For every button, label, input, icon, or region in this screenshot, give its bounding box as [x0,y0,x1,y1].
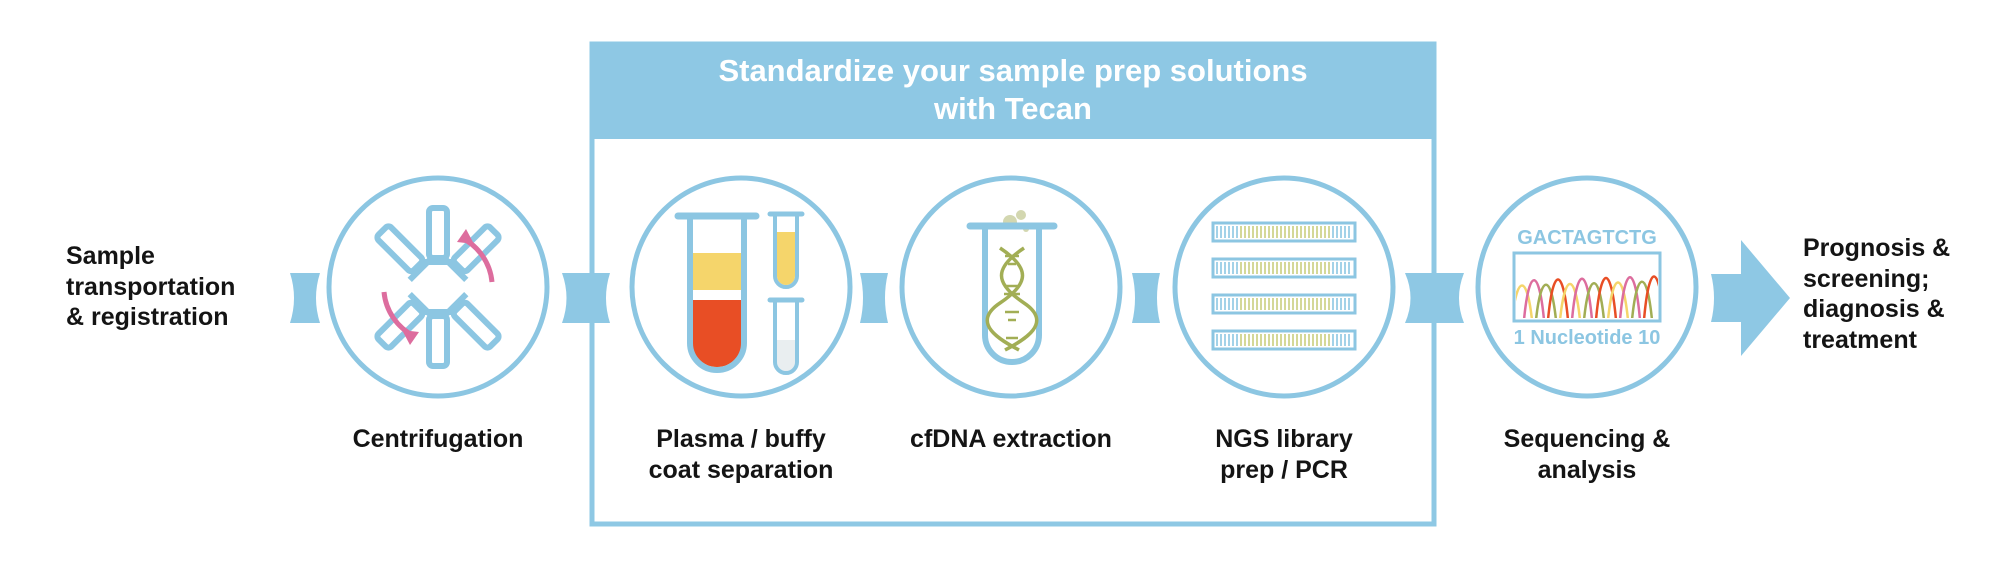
sequence-text: GACTAGTCTG [1517,227,1657,249]
banner-title-line-1: Standardize your sample prep solutions [718,53,1308,88]
dna-strand [1211,329,1357,351]
dna-strand [1211,293,1357,315]
step-label-cfdna: cfDNA extraction [881,424,1141,455]
step-label-ngs: NGS library prep / PCR [1154,424,1414,485]
end-label-line-4: treatment [1803,325,1917,354]
library-strands-icon [1211,221,1357,351]
centrifuge-icon [374,205,502,369]
nucleotide-caption: 1 Nucleotide 10 [1514,327,1661,349]
final-arrow [1711,240,1790,356]
chromatogram-icon: GACTAGTCTG 1 Nucleotide 10 [1512,227,1662,349]
circle-ngs [1172,175,1396,399]
start-label-line-1: Sample [66,242,155,270]
step-label-ngs-line-2: prep / PCR [1220,455,1348,484]
step-label-sequencing-line-1: Sequencing & [1503,425,1671,453]
end-label-line-1: Prognosis & [1803,234,1951,262]
connector-4 [1132,273,1160,323]
dna-strand [1211,257,1357,279]
step-label-ngs-line-1: NGS library [1215,425,1353,453]
step-label-sequencing: Sequencing & analysis [1457,424,1717,485]
chromatogram-frame [1512,251,1662,323]
banner-title: Standardize your sample prep solutions w… [590,52,1436,128]
dna-strand [1211,221,1357,243]
start-label-line-3: & registration [66,303,229,331]
step-label-sequencing-line-2: analysis [1537,455,1637,484]
connectors [290,240,1790,356]
step-label-centrifugation-line-1: Centrifugation [352,425,524,453]
banner-header [590,44,1436,139]
connector-5 [1405,273,1464,323]
connector-3 [860,273,888,323]
chromatogram-peaks [1516,275,1658,318]
start-label: Sample transportation & registration [66,241,235,333]
step-label-centrifugation: Centrifugation [308,424,568,455]
end-label-line-3: diagnosis & [1803,295,1945,323]
banner-title-line-2: with Tecan [934,91,1092,126]
test-tubes-icon [674,211,805,375]
end-label-line-2: screening; [1803,264,1930,293]
connector-2 [562,273,610,323]
dna-tube-icon [966,210,1058,365]
start-label-line-2: transportation [66,272,236,301]
step-label-plasma: Plasma / buffy coat separation [611,424,871,485]
connector-1 [290,273,320,323]
step-label-plasma-line-2: coat separation [648,455,834,484]
step-label-plasma-line-1: Plasma / buffy [656,425,826,453]
step-label-cfdna-line-1: cfDNA extraction [910,425,1112,453]
end-label: Prognosis & screening; diagnosis & treat… [1803,233,1950,355]
